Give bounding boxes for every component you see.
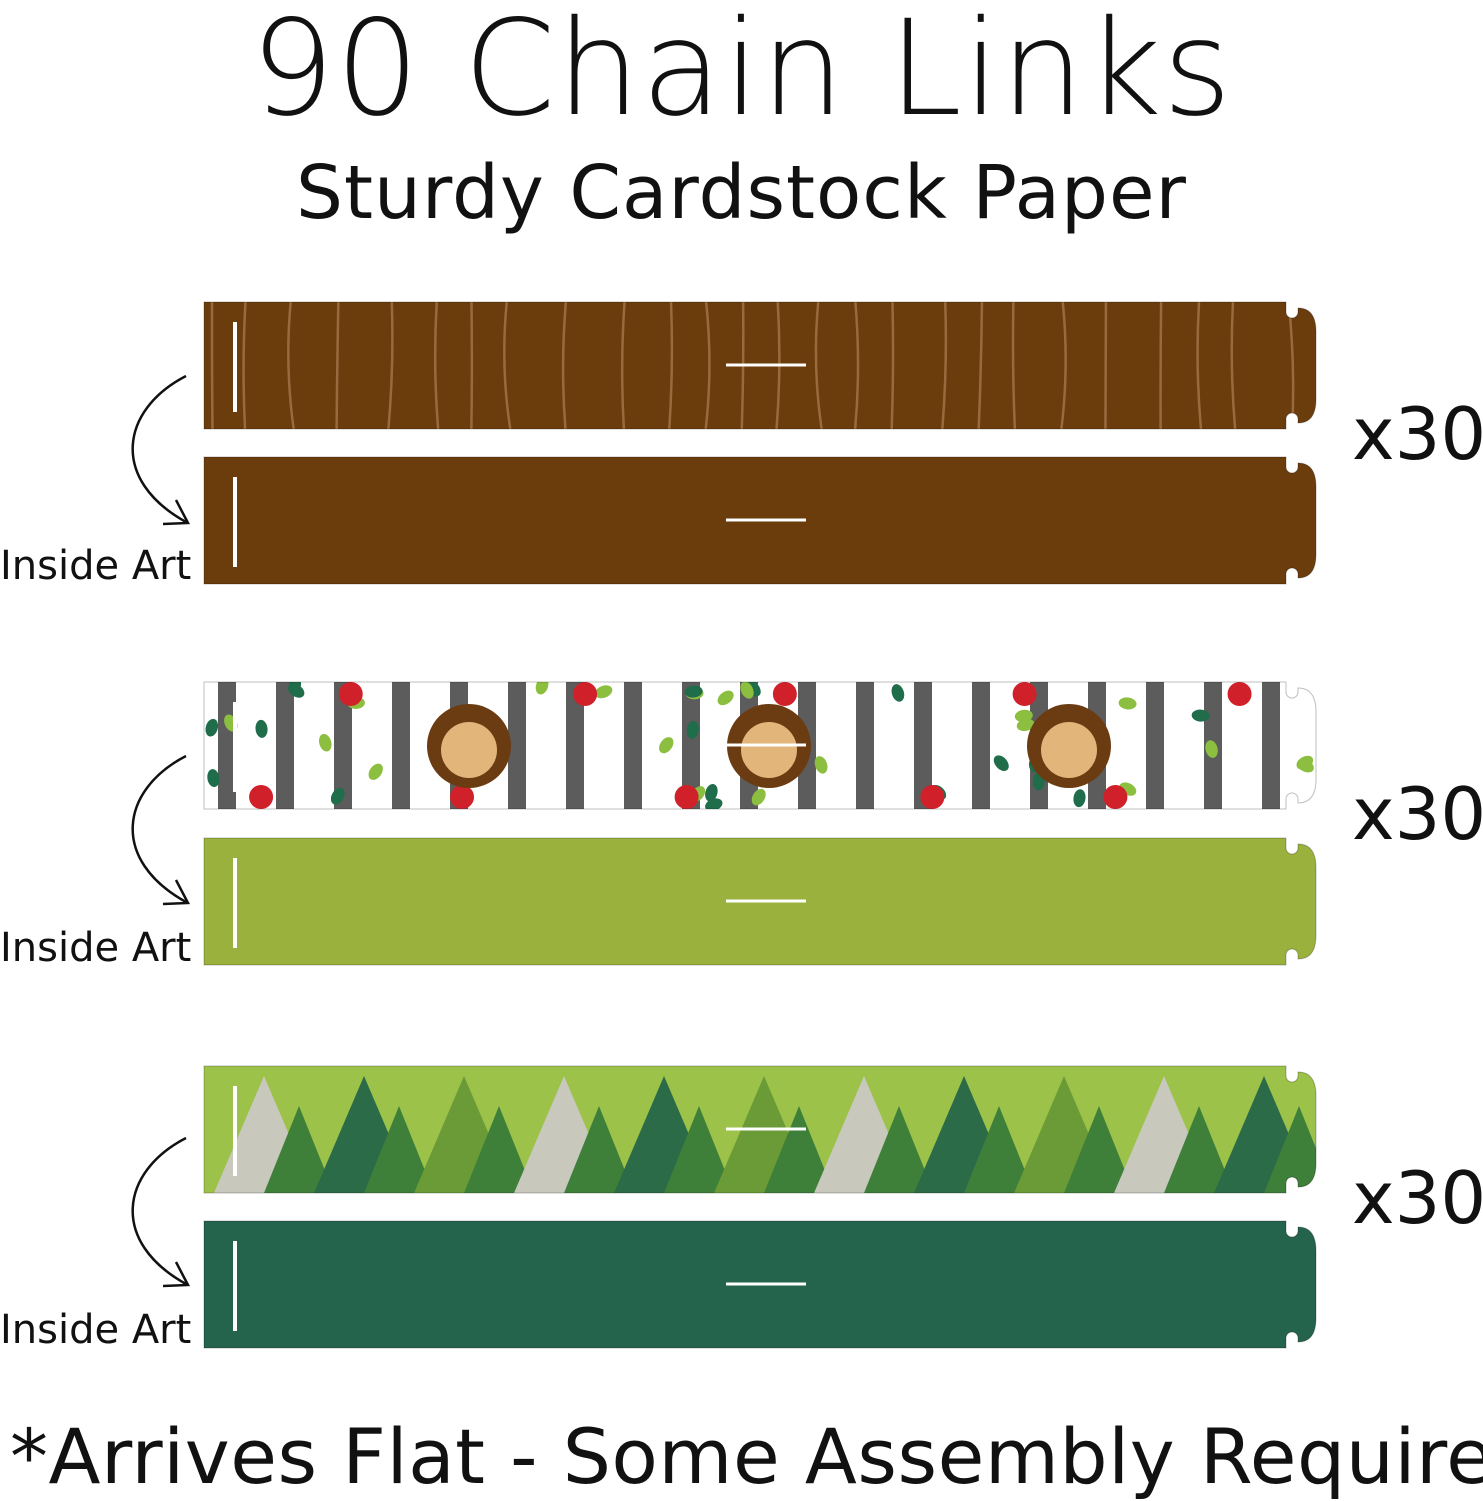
curved-arrow-icon xyxy=(131,374,191,526)
inside-art-label-1: Inside Art xyxy=(0,543,192,589)
strip-outside-forest xyxy=(203,1065,1317,1194)
inside-art-label-2: Inside Art xyxy=(0,925,192,971)
strip-outside-bark xyxy=(203,301,1317,430)
title: 90 Chain Links xyxy=(250,0,1233,146)
count-label-bark: x30 xyxy=(1352,392,1483,476)
count-label-hedgehog: x30 xyxy=(1352,772,1483,856)
inside-art-label-3: Inside Art xyxy=(0,1307,192,1353)
strip-inside-brown xyxy=(203,456,1317,585)
strip-inside-dark-green xyxy=(203,1220,1317,1349)
strip-outside-hedgehog xyxy=(203,681,1317,810)
curved-arrow-icon xyxy=(131,754,191,906)
curved-arrow-icon xyxy=(131,1136,191,1288)
strip-inside-green xyxy=(203,837,1317,966)
subtitle: Sturdy Cardstock Paper xyxy=(296,150,1187,236)
count-label-forest: x30 xyxy=(1352,1156,1483,1240)
footer-note: *Arrives Flat - Some Assembly Required xyxy=(10,1412,1483,1501)
